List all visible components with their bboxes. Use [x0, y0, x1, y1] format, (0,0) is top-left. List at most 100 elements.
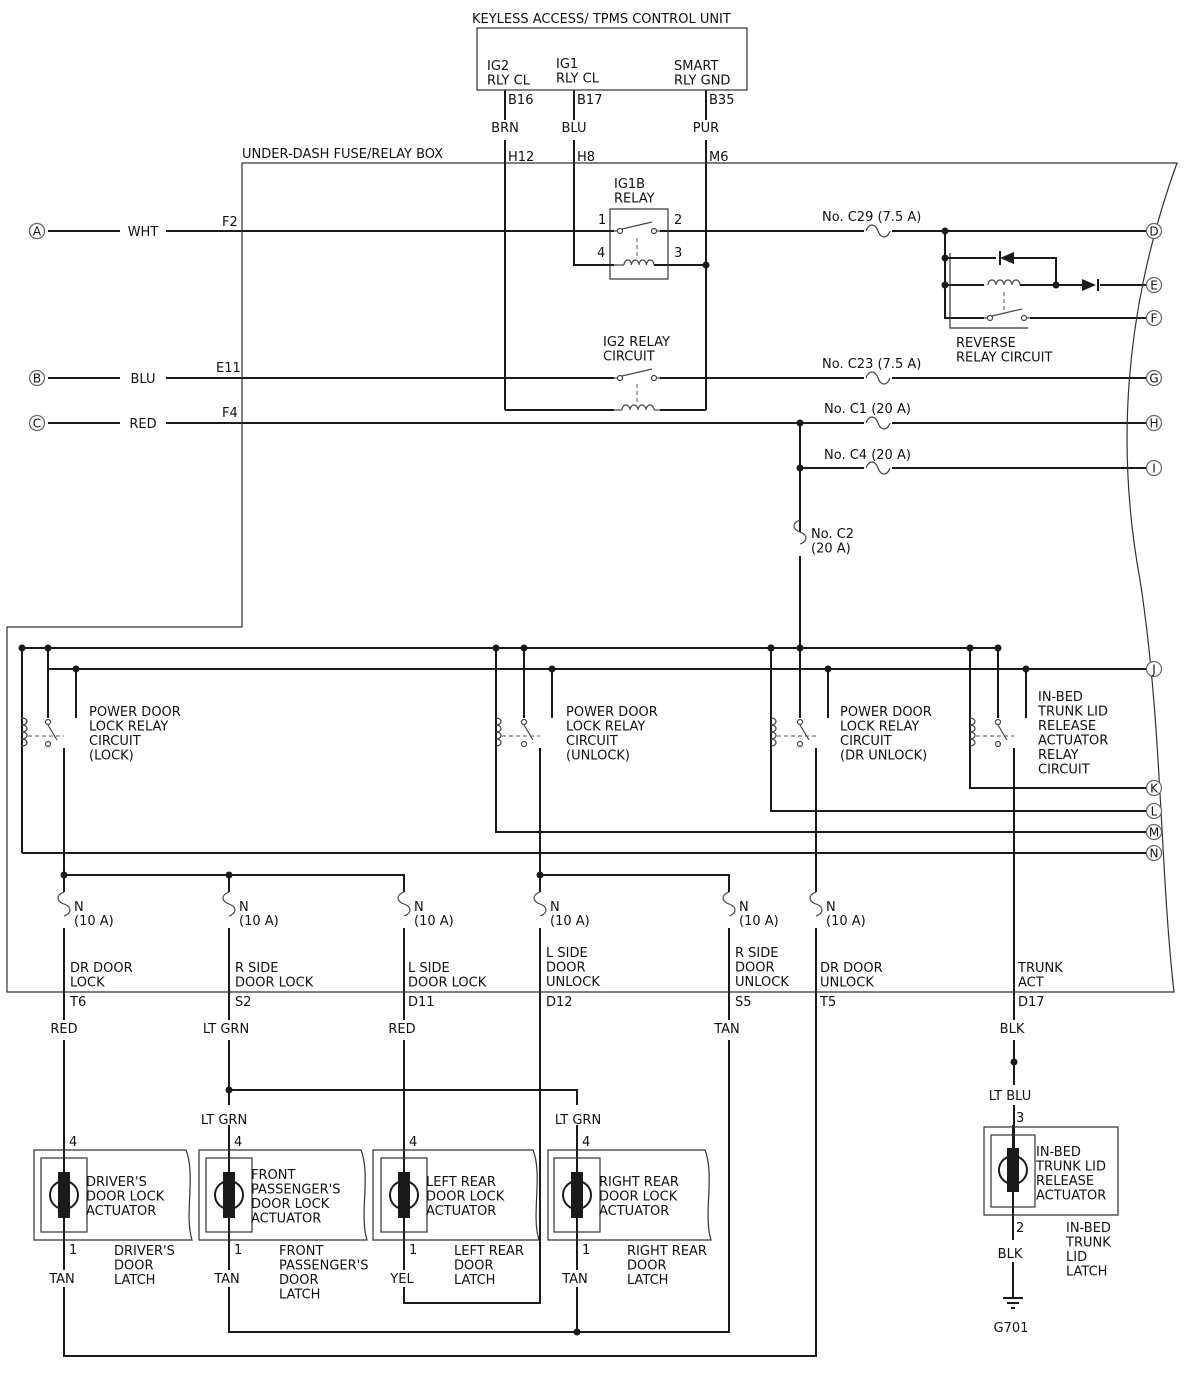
relay-coil [495, 717, 502, 747]
relay-switch-contact [994, 740, 1002, 748]
wire-yel-lr [403, 992, 541, 1304]
wire-color-label: LT BLU [989, 1089, 1032, 1104]
relay-title-line: ACTUATOR [1038, 734, 1108, 749]
fuse-c23 [865, 371, 891, 385]
connector-e: E [1145, 276, 1163, 294]
input-wire-color: RED [129, 417, 156, 432]
output-terminal: T6 [69, 995, 86, 1010]
actuator-box [33, 1149, 193, 1241]
control-unit-box [476, 27, 748, 91]
motor-shaft [1010, 1167, 1016, 1173]
input-wire-color: WHT [128, 225, 159, 240]
relay-switch-contact [796, 740, 804, 748]
actuator-name-line: RIGHT REAR [599, 1175, 679, 1190]
fuse-rating: (10 A) [550, 914, 590, 929]
output-func-line: DOOR [546, 961, 586, 976]
input-wire-color: BLU [130, 372, 155, 387]
relay-switch-contact [520, 718, 528, 726]
junction-dot [60, 871, 68, 879]
latch-label-line: LID [1066, 1250, 1087, 1265]
ig1b-coil [623, 259, 655, 266]
junction-dot [573, 1328, 581, 1336]
junction-dot [941, 281, 949, 289]
relay-switch-blade [997, 724, 1008, 741]
motor-icon [562, 1180, 592, 1210]
actuator-name-line: ACTUATOR [599, 1204, 669, 1219]
wire-unlock-coil [495, 648, 1146, 833]
actuator-name-line: PASSENGER'S [251, 1183, 341, 1198]
connector-i-label: I [1152, 462, 1156, 476]
actuator-name-line: RELEASE [1036, 1174, 1094, 1189]
actuator-name-line: ACTUATOR [251, 1212, 321, 1227]
fuse-label: No. C29 (7.5 A) [822, 210, 921, 225]
wire-color-label: RED [50, 1022, 77, 1037]
connector-e-label: E [1150, 279, 1158, 293]
latch-label-line: DOOR [114, 1259, 154, 1274]
pin-number: 1 [582, 1243, 590, 1258]
cu-wire-color: BRN [491, 121, 519, 136]
junction-dot [796, 419, 804, 427]
latch-label-line: DOOR [279, 1273, 319, 1288]
relay-title-line: POWER DOOR [89, 705, 181, 720]
fuse-box-title: UNDER-DASH FUSE/RELAY BOX [242, 147, 443, 162]
diode-icon [1082, 279, 1096, 291]
connector-k-label: K [1150, 782, 1159, 796]
junction-dot [824, 665, 832, 673]
actuator-name-line: ACTUATOR [86, 1204, 156, 1219]
connector-h-label: H [1149, 417, 1158, 431]
reverse-coil [987, 279, 1021, 286]
pin-number: 4 [582, 1135, 590, 1150]
relay-title-line: RELEASE [1038, 719, 1096, 734]
relay-title-line: CIRCUIT [1038, 763, 1090, 778]
junction-dot [225, 1086, 233, 1094]
actuator-name-line: DOOR LOCK [86, 1190, 165, 1205]
latch-label-line: LEFT REAR [454, 1244, 524, 1259]
ig1b-switch-blade [621, 221, 653, 230]
wire-color-label: TAN [713, 1022, 740, 1037]
output-terminal: T5 [819, 995, 836, 1010]
connector-n-circle [1145, 844, 1163, 862]
latch-label-line: FRONT [279, 1244, 323, 1259]
output-func-line: DOOR LOCK [408, 976, 487, 991]
actuator-name-line: DOOR LOCK [251, 1197, 330, 1212]
connector-k-circle [1145, 779, 1163, 797]
output-func-line: ACT [1018, 976, 1044, 991]
connector-g: G [1145, 369, 1163, 387]
wire-reverse-diode-out [1014, 257, 1057, 285]
output-func-line: LOCK [70, 976, 105, 991]
actuator-name-line: DRIVER'S [86, 1175, 147, 1190]
reverse-relay-title-line: REVERSE [956, 336, 1016, 351]
connector-j: J [1145, 660, 1163, 678]
connector-d-circle [1145, 222, 1163, 240]
output-func-line: UNLOCK [735, 975, 789, 990]
output-func-line: TRUNK [1017, 961, 1063, 976]
latch-label-line: LATCH [454, 1273, 495, 1288]
junction-dot [1022, 665, 1030, 673]
junction-dot [548, 665, 556, 673]
motor-icon [389, 1180, 419, 1210]
ig2-coil [621, 404, 655, 411]
fuse-label: No. C4 (20 A) [824, 448, 911, 463]
connector-input-2-label: C [33, 417, 41, 431]
fuse-bottom [57, 891, 71, 917]
fuse-label-line: (20 A) [811, 542, 851, 557]
ground-label: G701 [994, 1321, 1029, 1336]
ig1b-pin: 1 [598, 213, 606, 228]
connector-i-circle [1145, 459, 1163, 477]
fuse-bottom [809, 891, 823, 917]
motor-icon [214, 1180, 244, 1210]
latch-label-line: DRIVER'S [114, 1244, 175, 1259]
junction-dot [1010, 1058, 1018, 1066]
junction-dot [941, 227, 949, 235]
connector-m-circle [1145, 823, 1163, 841]
fuse-name-line: N [826, 900, 836, 915]
fuse-label-line: No. C2 [811, 527, 854, 542]
relay-title-line: POWER DOOR [566, 705, 658, 720]
actuator-box [547, 1149, 712, 1241]
actuator-name-line: DOOR LOCK [426, 1190, 505, 1205]
wire-color-label: BLK [998, 1247, 1023, 1262]
relay-title-line: (LOCK) [89, 749, 134, 764]
ig2-switch-blade [621, 368, 653, 377]
wire-unlock-bus [540, 874, 730, 892]
ig1b-switch-contact [616, 227, 624, 235]
